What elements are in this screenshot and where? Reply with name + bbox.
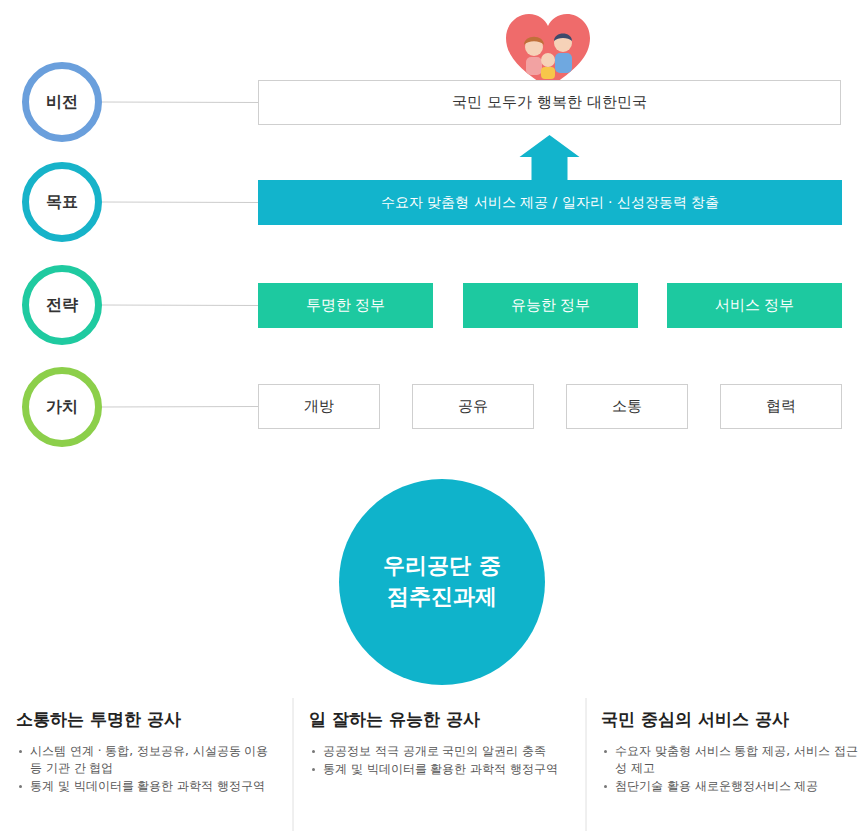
bullet-label: 첨단기술 활용 새로운행정서비스 제공 (615, 779, 818, 793)
bullet-dot (19, 785, 22, 788)
bullet-dot (312, 750, 315, 753)
value-box: 개방 (258, 384, 380, 429)
bullet-label: 공공정보 적극 공개로 국민의 알권리 충족 (323, 744, 546, 758)
goal-band: 수요자 맞춤형 서비스 제공 / 일자리 · 신성장동력 창출 (258, 180, 842, 225)
heading-text: 일 잘하는 유능한 공사 (309, 709, 480, 729)
bullet-text: 공공정보 적극 공개로 국민의 알권리 충족 (309, 743, 567, 760)
node-text: 가치 (46, 397, 78, 418)
bullet-label: 수요자 맞춤형 서비스 통합 제공, 서비스 접근성 제고 (615, 744, 858, 775)
node-text: 비전 (46, 92, 78, 113)
heading-text: 국민 중심의 서비스 공사 (601, 709, 789, 729)
bullet-dot (19, 750, 22, 753)
node-text: 전략 (46, 295, 78, 316)
vision-circle: 비전 (22, 62, 102, 142)
node-text: 투명한 정부 (306, 296, 386, 315)
bullet-dot (604, 785, 607, 788)
node-text: 국민 모두가 행복한 대한민국 (452, 93, 646, 112)
bullet-dot (312, 768, 315, 771)
bullet-text: 시스템 연계 · 통합, 정보공유, 시설공동 이용 등 기관 간 협업 (16, 743, 274, 777)
node-text: 수요자 맞춤형 서비스 제공 / 일자리 · 신성장동력 창출 (381, 194, 720, 212)
node-text: 우리공단 중점추진과제 (377, 551, 507, 613)
strategy-box: 유능한 정부 (463, 283, 638, 328)
connector (102, 406, 258, 408)
bullet-dot (604, 750, 607, 753)
heading-text: 소통하는 투명한 공사 (16, 709, 181, 729)
column-heading: 국민 중심의 서비스 공사 (601, 708, 859, 731)
bullet-text: 첨단기술 활용 새로운행정서비스 제공 (601, 778, 859, 795)
node-text: 협력 (766, 397, 796, 416)
node-text: 서비스 정부 (715, 296, 795, 315)
connector (520, 135, 580, 180)
connector (102, 305, 258, 307)
bullet-text: 수요자 맞춤형 서비스 통합 제공, 서비스 접근성 제고 (601, 743, 859, 777)
value-circle: 가치 (22, 367, 102, 447)
node-text: 공유 (458, 397, 488, 416)
column-divider (586, 698, 587, 831)
bullet-label: 통계 및 빅데이터를 활용한 과학적 행정구역 (30, 779, 265, 793)
bullet-text: 통계 및 빅데이터를 활용한 과학적 행정구역 (309, 761, 567, 778)
goal-circle: 목표 (22, 162, 102, 242)
family-heart-icon (506, 14, 590, 88)
task-column: 일 잘하는 유능한 공사공공정보 적극 공개로 국민의 알권리 충족통계 및 빅… (309, 708, 567, 779)
node-text: 유능한 정부 (511, 296, 591, 315)
node-text: 개방 (304, 397, 334, 416)
column-heading: 소통하는 투명한 공사 (16, 708, 274, 731)
value-box: 공유 (412, 384, 534, 429)
column-heading: 일 잘하는 유능한 공사 (309, 708, 567, 731)
strategy-circle: 전략 (22, 265, 102, 345)
bullet-label: 시스템 연계 · 통합, 정보공유, 시설공동 이용 등 기관 간 협업 (30, 744, 268, 775)
task-column: 소통하는 투명한 공사시스템 연계 · 통합, 정보공유, 시설공동 이용 등 … (16, 708, 274, 796)
vision-box: 국민 모두가 행복한 대한민국 (258, 80, 841, 125)
strategy-box: 투명한 정부 (258, 283, 433, 328)
value-box: 협력 (720, 384, 842, 429)
node-text: 목표 (46, 192, 78, 213)
strategy-box: 서비스 정부 (667, 283, 842, 328)
column-divider (293, 698, 294, 831)
task-circle: 우리공단 중점추진과제 (339, 479, 545, 685)
task-column: 국민 중심의 서비스 공사수요자 맞춤형 서비스 통합 제공, 서비스 접근성 … (601, 708, 859, 796)
node-text: 소통 (612, 397, 642, 416)
value-box: 소통 (566, 384, 688, 429)
bullet-label: 통계 및 빅데이터를 활용한 과학적 행정구역 (323, 762, 558, 776)
bullet-text: 통계 및 빅데이터를 활용한 과학적 행정구역 (16, 778, 274, 795)
connector (102, 102, 258, 104)
connector (102, 202, 258, 204)
